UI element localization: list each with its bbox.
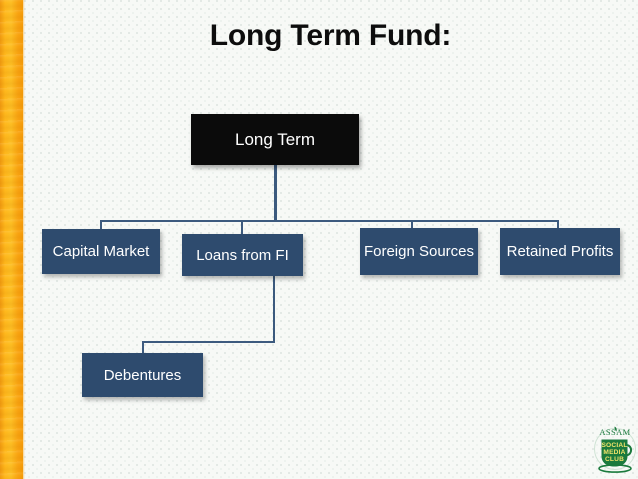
logo-line3: CLUB (605, 456, 624, 463)
connector-debentures-drop (142, 341, 144, 354)
node-foreign-sources[interactable]: Foreign Sources (360, 228, 478, 275)
connector-drop-loans-from-fi (241, 220, 243, 234)
node-debentures[interactable]: Debentures (82, 353, 203, 397)
node-loans-from-fi-label: Loans from FI (196, 246, 289, 264)
connector-drop-foreign-sources (411, 220, 413, 229)
connector-drop-retained-profits (557, 220, 559, 229)
accent-stripe (0, 0, 23, 479)
logo-line1: SOCIAL (601, 442, 627, 449)
node-loans-from-fi[interactable]: Loans from FI (182, 234, 303, 276)
node-long-term-label: Long Term (234, 130, 315, 149)
page-title: Long Term Fund: (209, 19, 452, 52)
connector-debentures-vertical (273, 275, 275, 343)
connector-level2-bus (100, 220, 559, 222)
logo-line2: MEDIA (603, 449, 625, 456)
connector-drop-capital-market (100, 220, 102, 230)
node-capital-market[interactable]: Capital Market (42, 229, 160, 274)
logo-top-text: ASSAM (599, 427, 630, 437)
assam-social-media-club-logo: ASSAM SOCIAL MEDIA CLUB (594, 423, 636, 475)
node-debentures-label: Debentures (103, 366, 182, 384)
logo-svg: ASSAM SOCIAL MEDIA CLUB (594, 426, 636, 473)
node-retained-profits[interactable]: Retained Profits (500, 228, 620, 275)
node-retained-profits-label: Retained Profits (506, 243, 614, 260)
node-foreign-sources-label: Foreign Sources (363, 243, 475, 260)
node-capital-market-label: Capital Market (52, 243, 150, 260)
accent-stripe-edge (23, 0, 25, 479)
node-long-term[interactable]: Long Term (191, 114, 359, 165)
connector-root-drop (274, 165, 277, 222)
connector-debentures-horizontal (142, 341, 275, 343)
